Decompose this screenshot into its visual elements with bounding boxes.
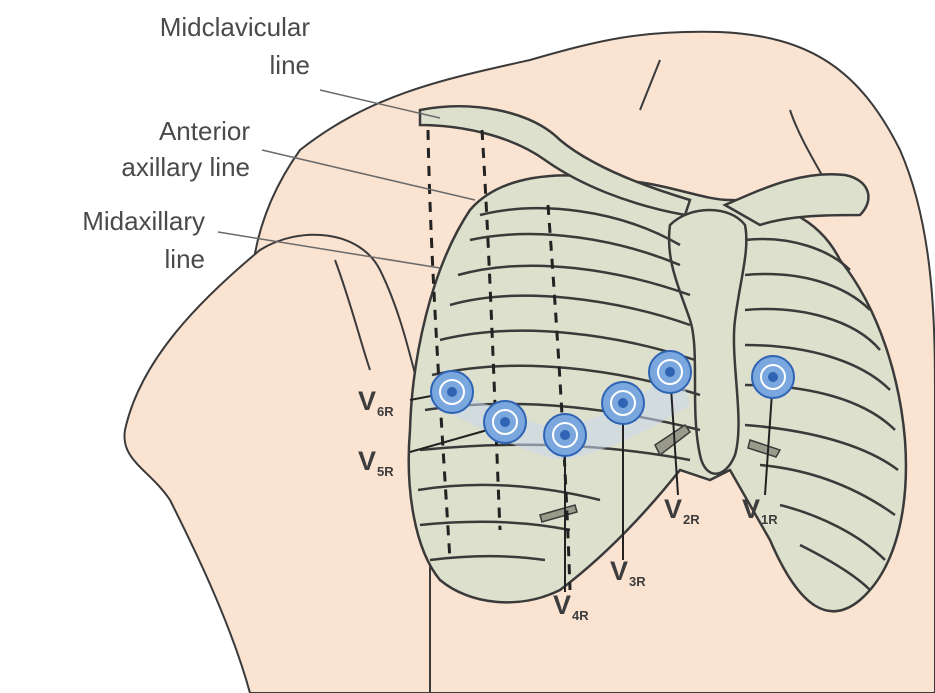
lead-v: V <box>664 494 682 524</box>
electrode-v3r <box>602 382 644 424</box>
lead-v: V <box>742 494 760 524</box>
lead-sub: 5R <box>377 464 394 479</box>
label-midaxillary: Midaxillary line <box>0 208 205 272</box>
label-midclavicular: Midclavicular line <box>60 14 310 78</box>
electrode-v2r <box>649 351 691 393</box>
lead-v: V <box>358 386 376 416</box>
lead-label-v2r: V2R <box>664 496 700 523</box>
lead-sub: 1R <box>761 512 778 527</box>
lead-v: V <box>553 590 571 620</box>
electrode-v5r <box>484 401 526 443</box>
label-anterior-axillary-line1: Anterior <box>20 118 250 144</box>
lead-label-v3r: V3R <box>610 558 646 585</box>
lead-sub: 4R <box>572 608 589 623</box>
label-midclavicular-line2: line <box>60 52 310 78</box>
lead-sub: 6R <box>377 404 394 419</box>
label-anterior-axillary: Anterior axillary line <box>20 118 250 180</box>
lead-label-v6r: V6R <box>358 388 394 415</box>
lead-label-v4r: V4R <box>553 592 589 619</box>
label-midclavicular-line1: Midclavicular <box>60 14 310 40</box>
electrode-v4r <box>544 414 586 456</box>
lead-v: V <box>358 446 376 476</box>
electrode-v6r <box>431 371 473 413</box>
lead-label-v1r: V1R <box>742 496 778 523</box>
label-midaxillary-line1: Midaxillary <box>0 208 205 234</box>
electrode-v1r <box>752 356 794 398</box>
lead-sub: 3R <box>629 574 646 589</box>
lead-label-v5r: V5R <box>358 448 394 475</box>
lead-sub: 2R <box>683 512 700 527</box>
label-midaxillary-line2: line <box>0 246 205 272</box>
lead-v: V <box>610 556 628 586</box>
label-anterior-axillary-line2: axillary line <box>20 154 250 180</box>
